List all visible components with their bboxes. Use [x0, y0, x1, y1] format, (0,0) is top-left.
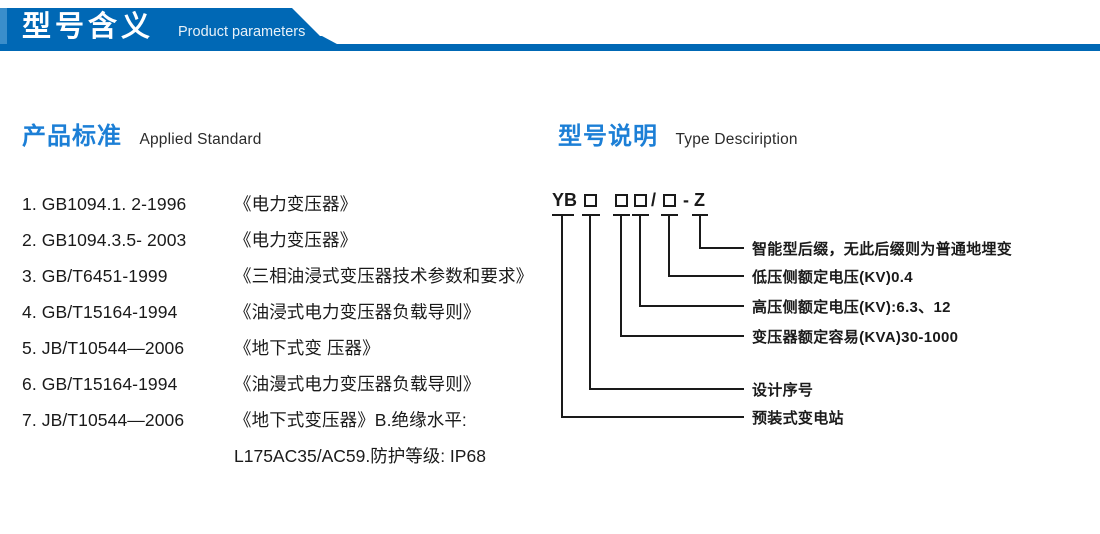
code-underline-design-no	[582, 214, 600, 216]
standard-row: 7. JB/T10544—2006 《地下式变压器》B.绝缘水平:	[22, 407, 542, 443]
standard-name: 《地下式变 压器》	[234, 338, 380, 358]
banner-title-cn: 型号含义	[22, 11, 155, 43]
standard-code: 2. GB1094.3.5- 2003	[22, 230, 187, 250]
leader-vertical-design-no	[589, 214, 591, 390]
code-token-yb: YB	[552, 190, 578, 210]
page-header-banner: 型号含义 Product parameters	[0, 0, 1100, 52]
leader-horizontal-suffix	[699, 247, 744, 249]
leader-vertical-hv-voltage	[639, 214, 641, 307]
code-box-hv-voltage	[634, 194, 647, 207]
section-heading-type-description: 型号说明 Type Desciription	[558, 116, 798, 151]
callout-label-hv-voltage: 高压侧额定电压(KV):6.3、12	[752, 299, 951, 316]
standard-name: 《电力变压器》	[234, 194, 358, 214]
standard-code: 7. JB/T10544—2006	[22, 410, 185, 430]
standard-name: 《三相油浸式变压器技术参数和要求》	[234, 266, 534, 286]
standard-row: 6. GB/T15164-1994 《油漫式电力变压器负载导则》	[22, 371, 542, 407]
section-heading-en: Type Desciription	[675, 131, 798, 148]
callout-label-suffix: 智能型后缀，无此后缀则为普通地埋变	[752, 241, 1013, 258]
standard-code: 5. JB/T10544—2006	[22, 338, 185, 358]
leader-vertical-capacity	[620, 214, 622, 337]
code-token-slash: /	[651, 190, 657, 210]
leader-horizontal-hv-voltage	[639, 305, 744, 307]
section-heading-en: Applied Standard	[139, 131, 262, 148]
banner-left-edge-stripe	[0, 8, 7, 48]
callout-label-lv-voltage: 低压侧额定电压(KV)0.4	[752, 269, 913, 286]
code-token-dash: -	[683, 190, 689, 210]
callout-label-substation: 预装式变电站	[752, 410, 844, 427]
banner-title-en: Product parameters	[178, 24, 306, 40]
callout-label-capacity: 变压器额定容易(KVA)30-1000	[752, 329, 959, 346]
applied-standard-list: 1. GB1094.1. 2-1996 《电力变压器》 2. GB1094.3.…	[22, 191, 542, 479]
continuation-spacer	[22, 443, 234, 479]
code-box-lv-voltage	[663, 194, 676, 207]
callout-label-design-no: 设计序号	[752, 382, 814, 399]
standard-row: 5. JB/T10544—2006 《地下式变 压器》	[22, 335, 542, 371]
standard-row: 4. GB/T15164-1994 《油浸式电力变压器负载导则》	[22, 299, 542, 335]
banner-shape-primary	[0, 8, 326, 48]
standard-row: 2. GB1094.3.5- 2003 《电力变压器》	[22, 227, 542, 263]
code-box-design-no	[584, 194, 597, 207]
leader-vertical-substation	[561, 214, 563, 418]
banner-baseline-rule	[0, 44, 1100, 51]
standard-name: 《油漫式电力变压器负载导则》	[234, 374, 481, 394]
standard-continuation-row: L175AC35/AC59.防护等级: IP68	[22, 443, 542, 479]
section-heading-applied-standard: 产品标准 Applied Standard	[22, 116, 262, 151]
leader-horizontal-capacity	[620, 335, 744, 337]
standard-name: 《油浸式电力变压器负载导则》	[234, 302, 481, 322]
code-box-capacity	[615, 194, 628, 207]
leader-horizontal-substation	[561, 416, 744, 418]
standard-code: 1. GB1094.1. 2-1996	[22, 194, 187, 214]
leader-horizontal-lv-voltage	[668, 275, 744, 277]
type-designation-diagram: YB / - Z 智能型后缀，无此后缀则为普通地埋变 低压侧额定电压(KV)0.…	[552, 190, 1092, 440]
standard-code: 4. GB/T15164-1994	[22, 302, 178, 322]
standard-name: 《地下式变压器》B.绝缘水平:	[234, 410, 467, 430]
standard-continuation-text: L175AC35/AC59.防护等级: IP68	[234, 446, 486, 466]
standard-row: 1. GB1094.1. 2-1996 《电力变压器》	[22, 191, 542, 227]
section-heading-cn: 型号说明	[558, 123, 658, 150]
standard-row: 3. GB/T6451-1999 《三相油浸式变压器技术参数和要求》	[22, 263, 542, 299]
leader-vertical-lv-voltage	[668, 214, 670, 277]
code-underline-yb	[552, 214, 574, 216]
leader-vertical-suffix	[699, 214, 701, 249]
standard-code: 3. GB/T6451-1999	[22, 266, 168, 286]
code-token-z: Z	[694, 190, 705, 210]
leader-horizontal-design-no	[589, 388, 744, 390]
section-heading-cn: 产品标准	[22, 123, 122, 150]
standard-name: 《电力变压器》	[234, 230, 358, 250]
standard-code: 6. GB/T15164-1994	[22, 374, 178, 394]
